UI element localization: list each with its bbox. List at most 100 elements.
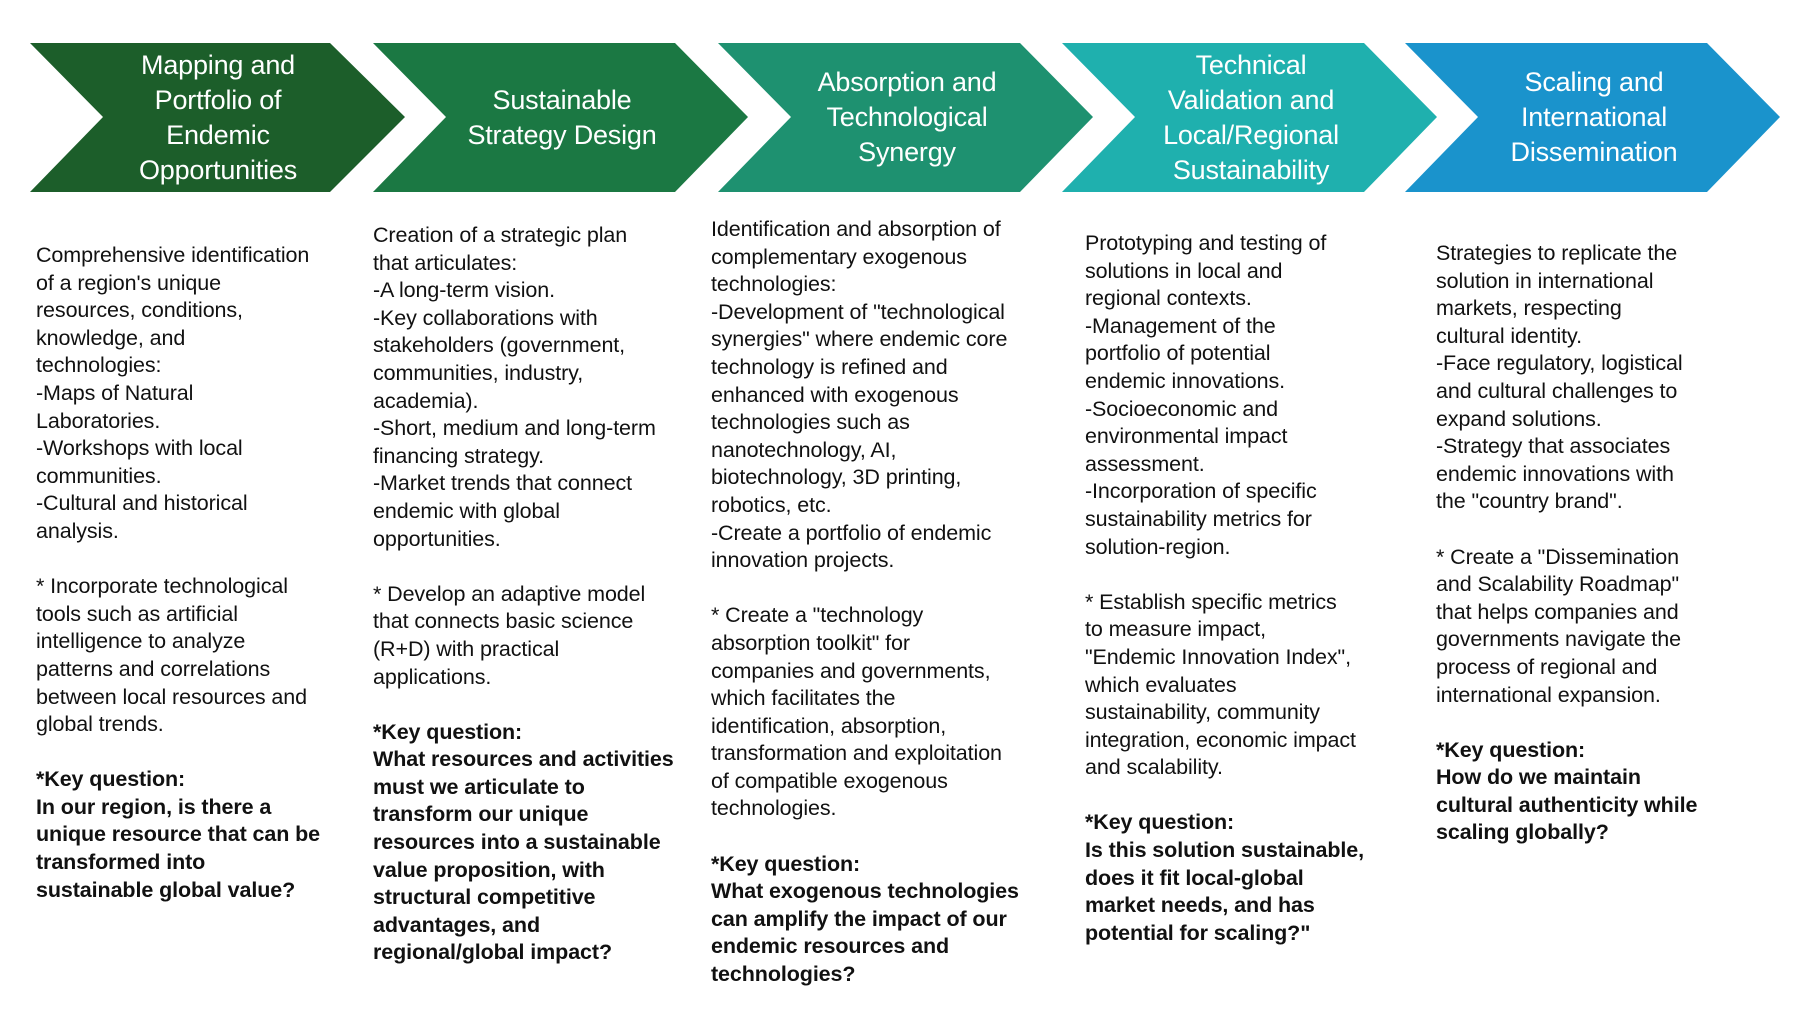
description-line: between local resources and [36,684,307,709]
title-line: Sustainable [492,84,632,115]
description-line: * Establish specific metrics [1085,589,1337,614]
chevron-stage-4 [1062,43,1437,192]
key-question-line: resources into a sustainable [373,830,661,855]
stage-4-title: Technical Validation and Local/Regional … [1135,43,1367,192]
key-question-line: scaling globally? [1436,820,1609,845]
description-line: endemic innovations. [1085,368,1285,393]
description-line: -Workshops with local [36,436,243,461]
key-question-line: How do we maintain [1436,765,1641,790]
description-line: tools such as artificial [36,601,238,626]
chevron-stage-2 [373,43,748,192]
description-line: Laboratories. [36,408,161,433]
key-question-line: What resources and activities [373,747,674,772]
title-line: Mapping and [141,49,295,80]
description-line: -Market trends that connect [373,471,633,496]
key-question-line: structural competitive [373,885,596,910]
chevron-stage-3 [718,43,1093,192]
key-question-line: potential for scaling?" [1085,920,1311,945]
description-line: (R+D) with practical [373,636,560,661]
description-line: solution-region. [1085,534,1231,559]
description-line: complementary exogenous [711,244,967,269]
title-line: Validation and [1167,84,1335,115]
key-question-line: market needs, and has [1085,893,1315,918]
key-question-line: sustainable global value? [36,877,296,902]
description-line: the "country brand". [1436,489,1623,514]
description-line: integration, economic impact [1085,727,1356,752]
description-line [373,553,674,581]
key-question-label: *Key question: [1085,810,1235,835]
description-line: financing strategy. [373,443,544,468]
description-line: and cultural challenges to [1436,378,1678,403]
description-line: -Development of "technological [711,299,1005,324]
description-line: technologies such as [711,410,910,435]
description-line: solution in international [1436,268,1654,293]
stage-3-description: Identification and absorption of compleme… [711,216,1019,989]
key-question-line: cultural authenticity while [1436,792,1698,817]
key-question-line: In our region, is there a [36,794,272,819]
description-line: identification, absorption, [711,713,947,738]
description-line: endemic with global [373,498,560,523]
description-line: Identification and absorption of [711,217,1001,241]
title-line: Dissemination [1510,137,1678,167]
description-line: Comprehensive identification [36,243,310,267]
description-line: intelligence to analyze [36,629,246,654]
description-line: enhanced with exogenous [711,382,959,407]
key-question-line: can amplify the impact of our [711,906,1007,931]
title-line: Scaling and [1524,67,1664,97]
description-line: absorption toolkit" for [711,630,910,655]
description-line: expand solutions. [1436,406,1602,431]
key-question-line: value proposition, with [373,857,605,882]
description-line: international expansion. [1436,682,1661,707]
title-line: Technological [826,102,988,132]
key-question-line: What exogenous technologies [711,879,1019,904]
description-line: innovation projects. [711,548,895,573]
stage-5-description: Strategies to replicate the solution in i… [1436,240,1697,847]
description-line: opportunities. [373,526,501,551]
description-line: * Create a "Dissemination [1436,544,1679,569]
description-line [1085,561,1364,589]
title-line: Synergy [858,137,956,167]
description-line: analysis. [36,518,119,543]
description-line: -Incorporation of specific [1085,479,1317,504]
description-line: that connects basic science [373,609,634,634]
key-question-label: *Key question: [373,719,523,744]
description-line: communities, industry, [373,360,584,385]
description-line: academia). [373,388,479,413]
description-line: Strategies to replicate the [1436,241,1678,265]
description-line: sustainability, community [1085,700,1320,725]
title-line: Absorption and [817,67,997,97]
key-question-line: does it fit local-global [1085,865,1304,890]
description-line: -Maps of Natural [36,380,194,405]
description-line: resources, conditions, [36,298,243,323]
description-line: and Scalability Roadmap" [1436,572,1680,597]
description-line: applications. [373,664,492,689]
description-line: Prototyping and testing of [1085,231,1327,255]
description-line: global trends. [36,712,164,737]
description-line: "Endemic Innovation Index", [1085,644,1351,669]
description-line: -Key collaborations with [373,305,598,330]
description-line: which facilitates the [711,686,896,711]
description-line: knowledge, and [36,325,186,350]
description-line: regional contexts. [1085,286,1252,311]
description-line: technologies. [711,796,837,821]
description-line [1436,709,1697,737]
title-line: Endemic [166,119,270,150]
key-question-line: unique resource that can be [36,822,321,847]
title-line: Local/Regional [1163,119,1339,150]
description-line: of a region's unique [36,270,221,295]
key-question-line: technologies? [711,962,856,987]
key-question-line: must we articulate to [373,774,585,799]
stage-1-title: Mapping and Portfolio of Endemic Opportu… [103,43,333,192]
description-line: environmental impact [1085,424,1288,449]
process-chevrons [30,43,1780,192]
stage-5-title: Scaling and International Dissemination [1478,43,1710,192]
description-line: -Strategy that associates [1436,434,1671,459]
description-line: * Create a "technology [711,603,924,628]
description-line: communities. [36,463,162,488]
description-line: technologies: [36,353,162,378]
title-line: Sustainability [1172,154,1330,185]
description-line: process of regional and [1436,654,1658,679]
description-line: * Incorporate technological [36,574,288,599]
description-line [711,823,1019,851]
